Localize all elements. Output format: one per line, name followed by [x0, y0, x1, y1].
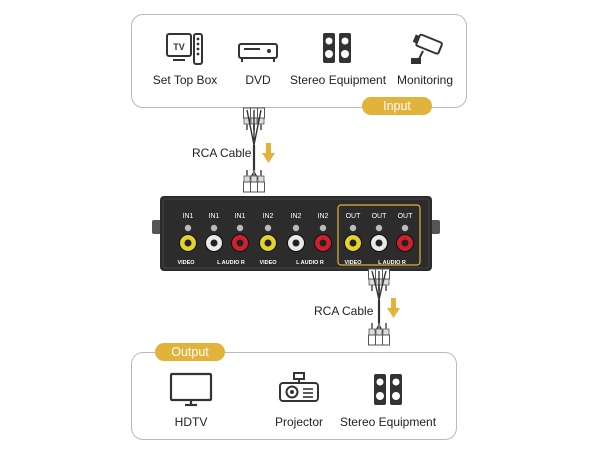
- jack-label: OUT: [372, 213, 388, 220]
- rca-jack-hole: [236, 239, 244, 247]
- jack-label: IN2: [318, 213, 329, 220]
- security-camera-icon: [411, 33, 443, 64]
- jack-label: OUT: [346, 213, 362, 220]
- input-device-stereo-equipment: Stereo Equipment: [290, 31, 387, 87]
- output-device-stereo-equipment: Stereo Equipment: [338, 371, 438, 429]
- rca-jack-hole: [401, 239, 409, 247]
- jack-label: IN1: [235, 213, 246, 220]
- rca-jack-hole: [319, 239, 327, 247]
- jack-group-label: L AUDIO R: [378, 260, 406, 266]
- output-tag: Output: [155, 343, 225, 361]
- rca-cable-label-top: RCA Cable: [192, 146, 252, 160]
- output-device-label: HDTV: [174, 415, 208, 429]
- input-device-set-top-box: TV Set Top Box: [150, 31, 220, 87]
- screw-icon: [264, 224, 272, 232]
- tv-remote-icon: TV: [166, 33, 203, 65]
- screw-icon: [349, 224, 357, 232]
- jack-group-label: VIDEO: [344, 260, 362, 266]
- screw-icon: [236, 224, 244, 232]
- rca-jack-hole: [264, 239, 272, 247]
- jack-label: IN2: [263, 213, 274, 220]
- screw-icon: [401, 224, 409, 232]
- rca-jack-hole: [184, 239, 192, 247]
- input-devices-panel: TV Set Top Box DVD Stereo Equipm: [131, 14, 467, 108]
- jack-label: IN1: [209, 213, 220, 220]
- rca-cable-bottom: [368, 268, 390, 346]
- arrow-down-icon: [262, 143, 275, 163]
- rca-jack-hole: [375, 239, 383, 247]
- jack-group-label: L AUDIO R: [217, 260, 245, 266]
- input-device-monitoring: Monitoring: [390, 31, 460, 87]
- input-device-label: Stereo Equipment: [290, 73, 387, 87]
- speakers-icon: [323, 33, 351, 63]
- screw-icon: [375, 224, 383, 232]
- input-device-label: DVD: [245, 73, 271, 87]
- svg-text:TV: TV: [173, 42, 185, 52]
- jack-label: OUT: [398, 213, 414, 220]
- jack-group-label: VIDEO: [259, 260, 277, 266]
- speakers-icon: [374, 374, 402, 405]
- rca-cable-top: [243, 107, 265, 193]
- input-device-label: Monitoring: [396, 73, 454, 87]
- switch-box-labels: IN1 IN1 IN1 IN2 IN2 IN2 OUT OUT OUT VIDEO L AUDIO …: [177, 213, 413, 266]
- rca-jack-hole: [292, 239, 300, 247]
- projector-icon: [279, 372, 319, 402]
- dvd-player-icon: [238, 43, 278, 62]
- input-device-label: Set Top Box: [152, 73, 218, 87]
- rca-jack-hole: [210, 239, 218, 247]
- jack-label: IN1: [183, 213, 194, 220]
- jack-group-label: VIDEO: [177, 260, 195, 266]
- screw-icon: [184, 224, 192, 232]
- output-device-label: Projector: [274, 415, 324, 429]
- output-devices-panel: HDTV Projector Stereo Equipment: [131, 352, 457, 440]
- output-device-label: Stereo Equipment: [339, 415, 437, 429]
- jack-group-label: L AUDIO R: [296, 260, 324, 266]
- screw-icon: [210, 224, 218, 232]
- screw-icon: [319, 224, 327, 232]
- output-device-projector: Projector: [264, 371, 334, 429]
- jack-label: IN2: [291, 213, 302, 220]
- output-device-hdtv: HDTV: [156, 371, 226, 429]
- input-tag: Input: [362, 97, 432, 115]
- switch-box-jacks: [179, 224, 414, 252]
- arrow-down-icon: [387, 298, 400, 318]
- screw-icon: [292, 224, 300, 232]
- hdtv-icon: [169, 372, 213, 407]
- rca-cable-label-bottom: RCA Cable: [314, 304, 374, 318]
- rca-jack-hole: [349, 239, 357, 247]
- input-device-dvd: DVD: [236, 31, 280, 87]
- av-switch-box: [152, 196, 440, 271]
